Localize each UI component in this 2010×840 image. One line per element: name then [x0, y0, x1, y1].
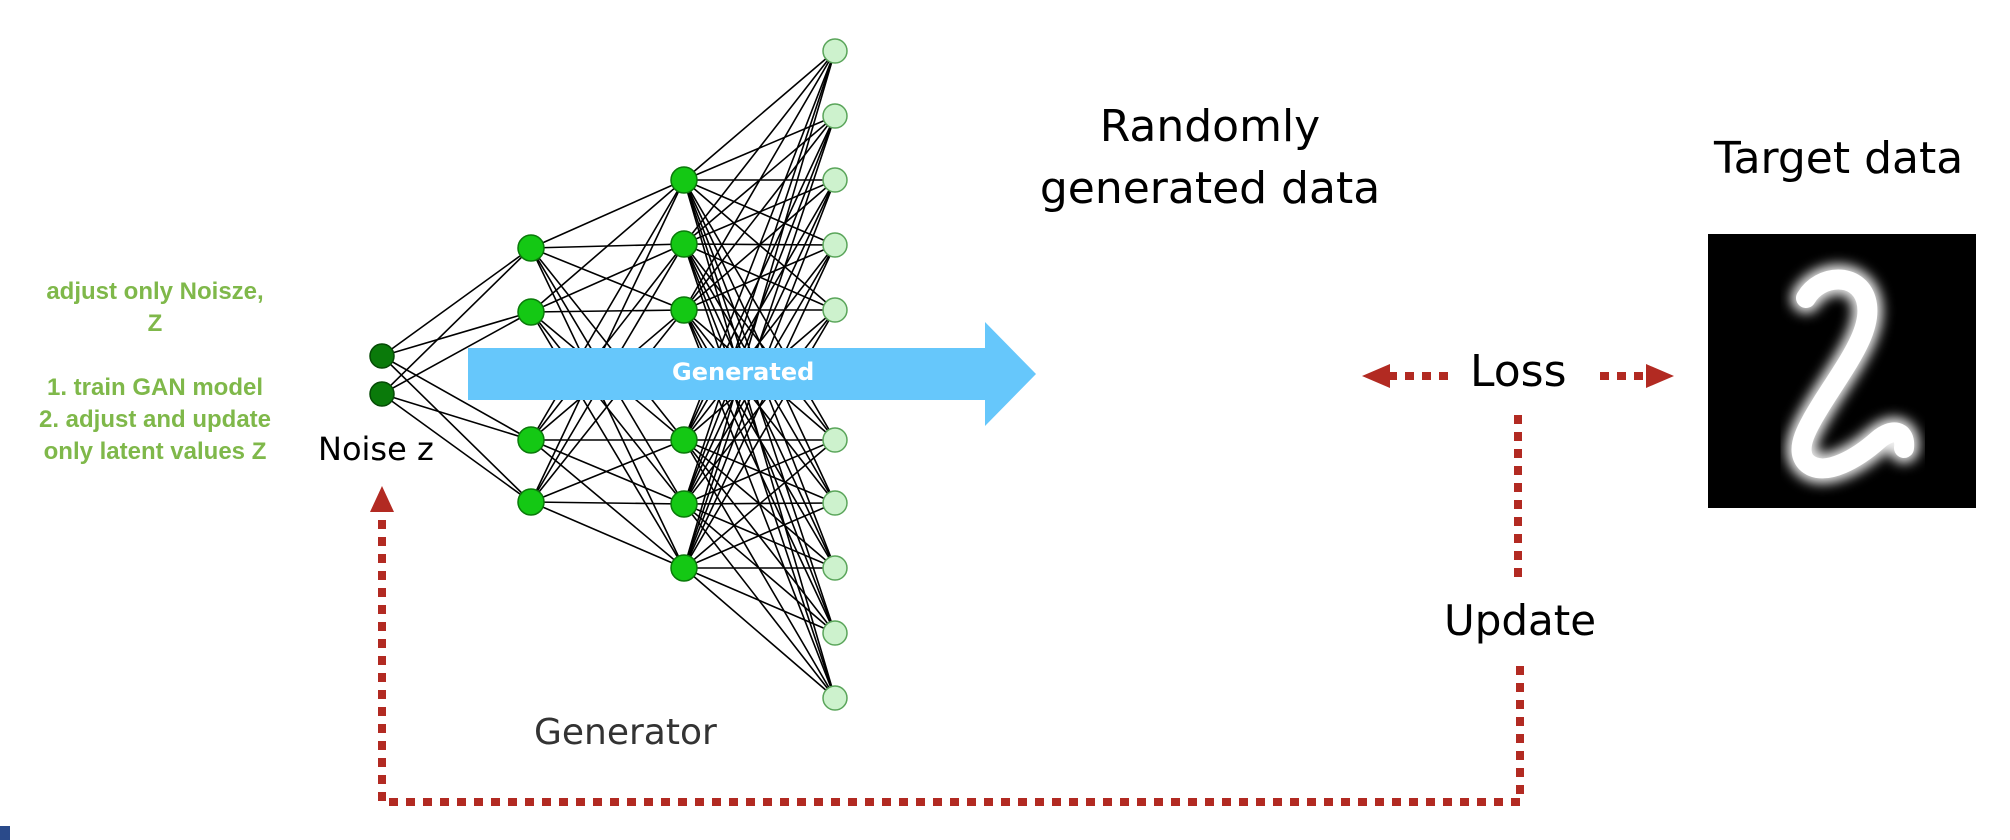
network-edge: [530, 439, 685, 505]
hidden-node: [670, 230, 698, 258]
network-nodes: [369, 38, 848, 711]
digit-two-image: [1786, 264, 1920, 484]
network-edge: [683, 567, 836, 634]
note-line-2: Z: [147, 310, 163, 337]
target-image: [1708, 234, 1976, 508]
network-edge: [530, 247, 685, 311]
hidden-node: [517, 426, 545, 454]
network-edge: [530, 243, 685, 313]
method-note: adjust only Noisze, Z 1. train GAN model…: [10, 276, 300, 468]
network-edge: [683, 50, 836, 505]
loss-left-arrowhead: [1362, 364, 1390, 388]
network-edge: [530, 247, 685, 441]
network-edge: [683, 50, 836, 569]
network-edge: [683, 50, 836, 181]
network-edge: [683, 50, 836, 245]
network-edge: [530, 179, 685, 503]
random-data-line-1: Randomly: [1099, 101, 1321, 152]
network-edge: [683, 115, 836, 569]
network-edge: [381, 311, 532, 395]
network-edge: [381, 247, 532, 395]
input-node: [369, 381, 395, 407]
hidden-node: [517, 488, 545, 516]
network-edge: [683, 244, 836, 569]
feedback-loop: [378, 512, 1524, 806]
note-step-3: only latent values Z: [43, 438, 267, 465]
network-edge: [530, 309, 685, 503]
network-edge: [381, 247, 532, 357]
random-data-line-2: generated data: [1039, 163, 1381, 214]
network-edge: [683, 50, 836, 311]
feedback-arrowhead: [370, 486, 394, 512]
slide-corner-mark: [0, 826, 10, 840]
target-data-title: Target data: [1714, 133, 1964, 184]
hidden-node: [670, 426, 698, 454]
output-node: [822, 685, 848, 711]
output-node: [822, 427, 848, 453]
hidden-node: [670, 490, 698, 518]
output-node: [822, 232, 848, 258]
network-edge: [683, 115, 836, 311]
output-node: [822, 555, 848, 581]
hidden-node: [670, 296, 698, 324]
input-node: [369, 343, 395, 369]
noise-label: Noise z: [318, 430, 434, 468]
hidden-node: [517, 234, 545, 262]
output-node: [822, 167, 848, 193]
network-edge: [683, 567, 836, 699]
output-node: [822, 490, 848, 516]
output-node: [822, 297, 848, 323]
network-edge: [530, 439, 685, 569]
network-edge: [381, 393, 532, 441]
network-edge: [381, 393, 532, 503]
hidden-node: [670, 554, 698, 582]
note-step-2: 2. adjust and update: [38, 406, 272, 433]
network-edge: [683, 502, 836, 569]
network-edge: [530, 179, 685, 249]
hidden-node: [517, 298, 545, 326]
network-edge: [530, 501, 685, 505]
output-node: [822, 38, 848, 64]
generator-label: Generator: [534, 712, 717, 753]
output-node: [822, 620, 848, 646]
random-data-title: Randomly generated data: [1010, 96, 1410, 220]
network-edge: [530, 311, 685, 505]
network-edge: [530, 179, 685, 313]
loss-right-arrowhead: [1646, 364, 1674, 388]
generated-arrow: [468, 322, 1036, 426]
note-step-1: 1. train GAN model: [46, 374, 264, 401]
network-edge: [683, 439, 836, 569]
network-edge: [381, 311, 532, 357]
network-edge: [530, 501, 685, 569]
hidden-node: [670, 166, 698, 194]
network-edge: [530, 439, 685, 503]
update-label: Update: [1444, 596, 1597, 645]
note-line-1: adjust only Noisze,: [46, 278, 264, 305]
generated-arrow-label: Generated: [672, 358, 815, 386]
output-node: [822, 103, 848, 129]
loss-label: Loss: [1470, 346, 1567, 397]
